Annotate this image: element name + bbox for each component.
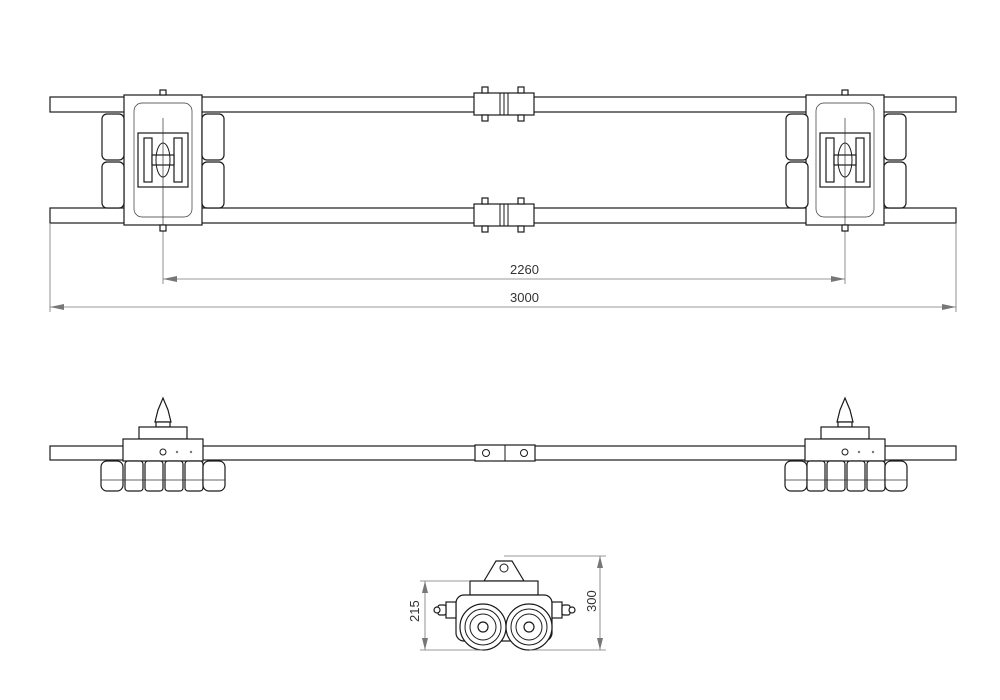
dimension-label-215: 215 xyxy=(407,600,422,622)
right-skate-side-view xyxy=(784,396,908,492)
center-coupler-lower xyxy=(473,197,535,233)
dimension-215: 215 xyxy=(407,580,483,651)
side-view xyxy=(49,396,957,492)
right-skate-top-view xyxy=(785,89,907,232)
dimension-3000: 3000 xyxy=(49,223,957,312)
side-center-connector xyxy=(474,444,536,462)
end-view: 215 300 xyxy=(407,555,606,651)
dimension-label-3000: 3000 xyxy=(510,290,539,305)
top-view: 2260 3000 xyxy=(49,86,957,312)
dimension-300: 300 xyxy=(504,555,606,651)
end-view-wheel-left xyxy=(459,603,507,651)
end-view-wheel-right xyxy=(505,603,553,651)
left-skate-side-view xyxy=(100,396,226,492)
left-skate-top-view xyxy=(101,89,225,232)
center-coupler-upper xyxy=(473,86,535,122)
dimension-label-300: 300 xyxy=(584,590,599,612)
dimension-2260: 2260 xyxy=(162,232,846,284)
dimension-label-2260: 2260 xyxy=(510,262,539,277)
